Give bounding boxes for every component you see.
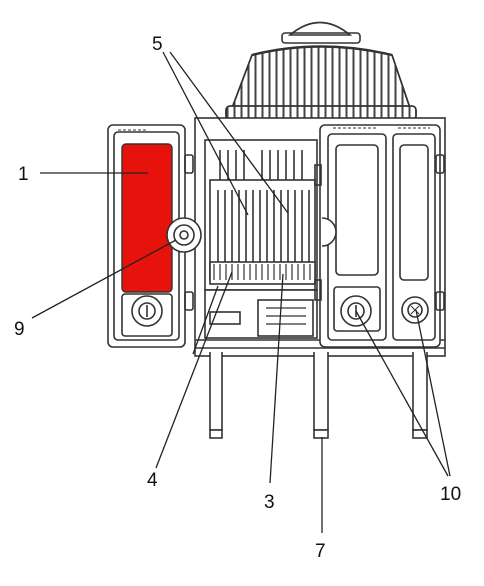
leader-10a (355, 310, 449, 477)
callout-9: 9 (14, 319, 25, 340)
ash-compartment (204, 289, 318, 339)
right-door-handle (321, 217, 337, 247)
leader-3 (269, 273, 284, 484)
callout-3: 3 (264, 492, 275, 513)
door-handle-knob (166, 217, 202, 253)
door-glass-panel (121, 143, 173, 293)
callout-4: 4 (147, 470, 158, 491)
callout-labels: 1 5 9 4 3 7 10 (14, 34, 461, 562)
callout-1: 1 (18, 164, 29, 185)
air-control-dial-right (401, 296, 429, 324)
leader-5a (162, 51, 249, 216)
callout-5: 5 (152, 34, 163, 55)
callout-10: 10 (440, 484, 461, 505)
leader-5b (169, 51, 289, 214)
leader-10b (415, 309, 451, 477)
stove-dome (225, 21, 417, 121)
leader-4a (155, 271, 233, 469)
stove-legs (209, 352, 428, 439)
leader-9 (31, 239, 177, 319)
leader-lines (31, 51, 451, 533)
left-air-control (121, 293, 173, 337)
air-control-dial-center (333, 286, 381, 332)
leader-4b (192, 285, 219, 355)
grate-teeth (209, 261, 316, 285)
callout-7: 7 (315, 541, 326, 562)
